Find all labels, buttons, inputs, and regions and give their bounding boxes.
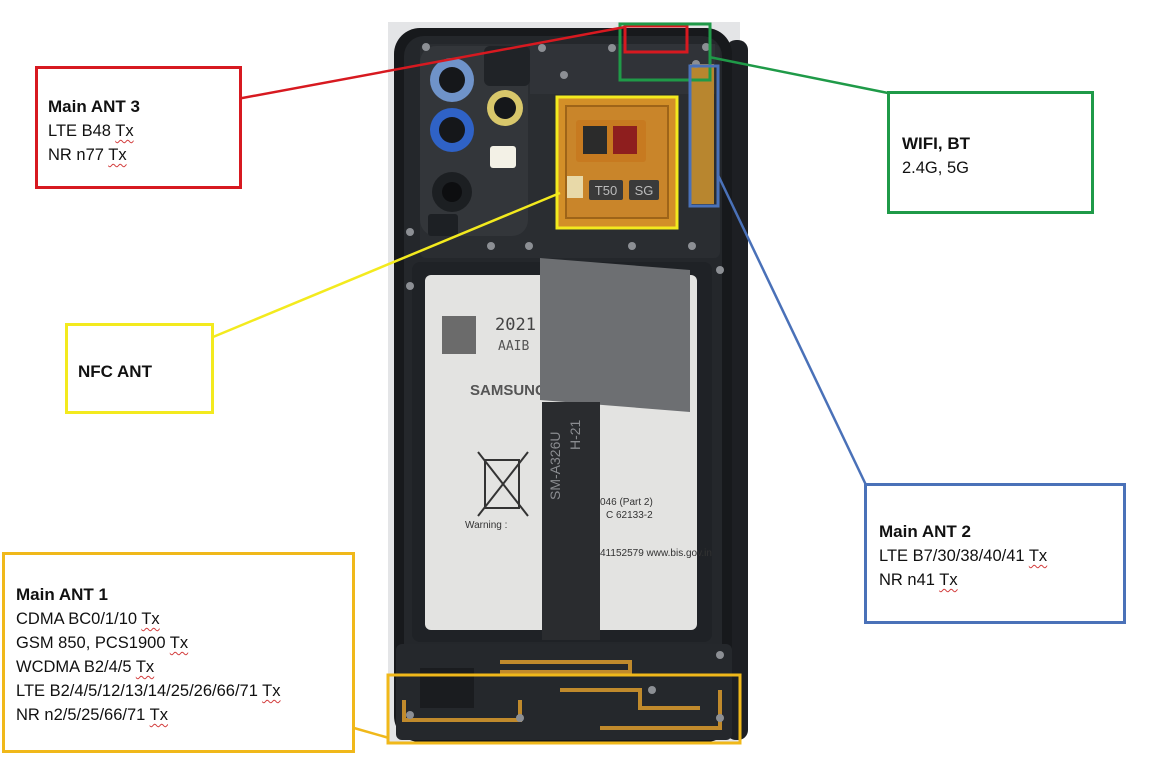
main-ant2-callout: Main ANT 2 LTE B7/30/38/40/41 Tx NR n41 … [864, 483, 1126, 624]
main-ant3-title: Main ANT 3 [48, 97, 140, 116]
ant2-flex-strip [690, 64, 714, 204]
main-ant1-line-3: WCDMA B2/4/5 Tx [16, 658, 155, 676]
nfc-title: NFC ANT [78, 362, 152, 381]
main-ant3-line-2: NR n77 Tx [48, 146, 127, 164]
main-ant1-callout: Main ANT 1 CDMA BC0/1/10 Tx GSM 850, PCS… [2, 552, 355, 753]
battery-code-text: AAIB [498, 339, 529, 354]
battery-brand-text: SAMSUNG [470, 382, 547, 399]
main-ant1-highlight-box [386, 673, 742, 745]
battery-year-text: 2021 [495, 315, 536, 335]
wifi-bt-title: WIFI, BT [902, 134, 970, 153]
nfc-callout: NFC ANT [65, 323, 214, 414]
main-ant2-title: Main ANT 2 [879, 522, 971, 541]
wifi-bt-line-1: 2.4G, 5G [902, 159, 969, 177]
nfc-chip-left-text: T50 [595, 183, 617, 198]
main-ant3-callout: Main ANT 3 LTE B48 Tx NR n77 Tx [35, 66, 242, 189]
recycle-bin-symbol [477, 451, 529, 517]
flex-label-text: SM-A326U [547, 432, 563, 500]
battery-warning-text: Warning : [465, 520, 507, 531]
battery-qr-code [442, 316, 476, 354]
main-ant1-line-2: GSM 850, PCS1900 Tx [16, 634, 189, 652]
wifi-bt-callout: WIFI, BT 2.4G, 5G [887, 91, 1094, 214]
flex-label-2-text: H-21 [567, 419, 583, 450]
main-ant2-highlight-box [688, 64, 720, 208]
main-ant1-title: Main ANT 1 [16, 585, 108, 604]
flash-led [490, 146, 516, 168]
main-ant3-line-1: LTE B48 Tx [48, 122, 134, 140]
nfc-chip-right-text: SG [635, 183, 654, 198]
battery-part-text: 046 (Part 2) [600, 497, 653, 508]
main-ant1-line-4: LTE B2/4/5/12/13/14/25/26/66/71 Tx [16, 682, 281, 700]
main-ant2-line-2: NR n41 Tx [879, 571, 958, 589]
main-ant1-line-5: NR n2/5/25/66/71 Tx [16, 706, 168, 724]
main-ant1-line-1: CDMA BC0/1/10 Tx [16, 610, 160, 628]
flex-cable [542, 402, 600, 640]
ant1-traces [402, 660, 722, 730]
battery-website-text: 41152579 www.bis.gov.in [600, 548, 712, 559]
battery-tape [540, 258, 690, 412]
main-ant2-line-1: LTE B7/30/38/40/41 Tx [879, 547, 1048, 565]
battery-standard-text: C 62133-2 [606, 510, 653, 521]
